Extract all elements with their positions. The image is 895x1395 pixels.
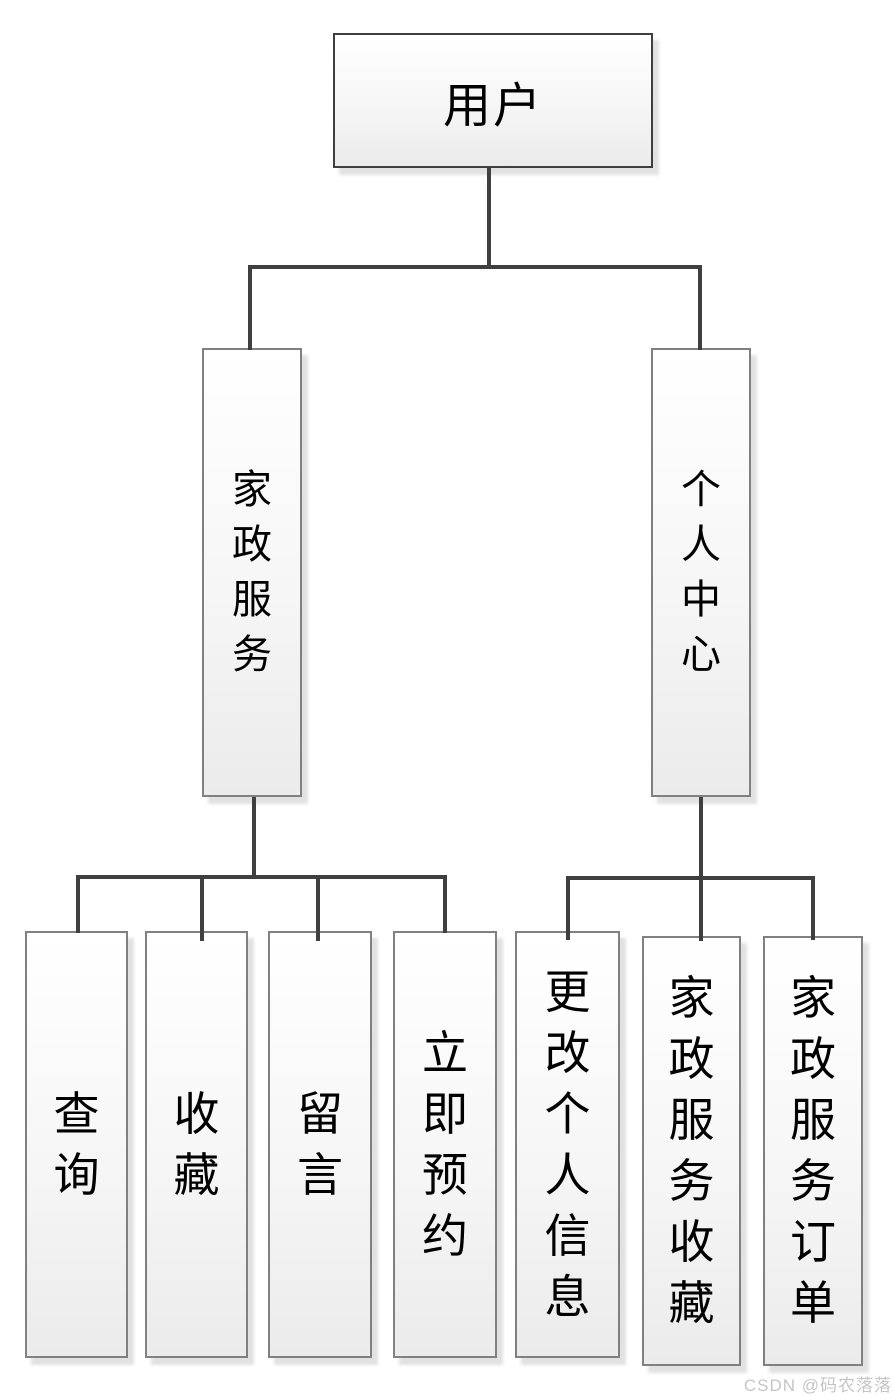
- node-housekeeping-service: 家 政 服 务: [202, 348, 302, 797]
- node-query-label: 查 询: [53, 1087, 100, 1201]
- node-service-favorites: 家 政 服 务 收 藏: [642, 936, 741, 1366]
- node-service-orders-label: 家 政 服 务 订 单: [790, 972, 836, 1329]
- node-service-favorites-label: 家 政 服 务 收 藏: [668, 972, 715, 1329]
- node-edit-personal-info-label: 更 改 个 人 信 息: [544, 965, 591, 1323]
- node-favorite: 收 藏: [145, 931, 248, 1358]
- node-user: 用户: [333, 33, 653, 168]
- node-favorite-label: 收 藏: [173, 1087, 220, 1201]
- connector-level1-bar: [248, 265, 702, 350]
- node-personal-center: 个 人 中 心: [651, 348, 751, 797]
- watermark-text: CSDN @码农落落: [743, 1376, 892, 1395]
- node-query: 查 询: [25, 931, 128, 1358]
- connector-left-bar: [76, 875, 447, 933]
- node-user-label: 用户: [442, 79, 543, 133]
- node-message-label: 留 言: [297, 1087, 343, 1201]
- node-edit-personal-info: 更 改 个 人 信 息: [515, 931, 620, 1358]
- node-book-now-label: 立 即 预 约: [422, 1026, 468, 1262]
- node-message: 留 言: [268, 931, 372, 1358]
- node-housekeeping-service-label: 家 政 服 务: [232, 467, 272, 677]
- node-personal-center-label: 个 人 中 心: [681, 467, 721, 677]
- node-book-now: 立 即 预 约: [393, 931, 497, 1358]
- node-service-orders: 家 政 服 务 订 单: [763, 936, 863, 1366]
